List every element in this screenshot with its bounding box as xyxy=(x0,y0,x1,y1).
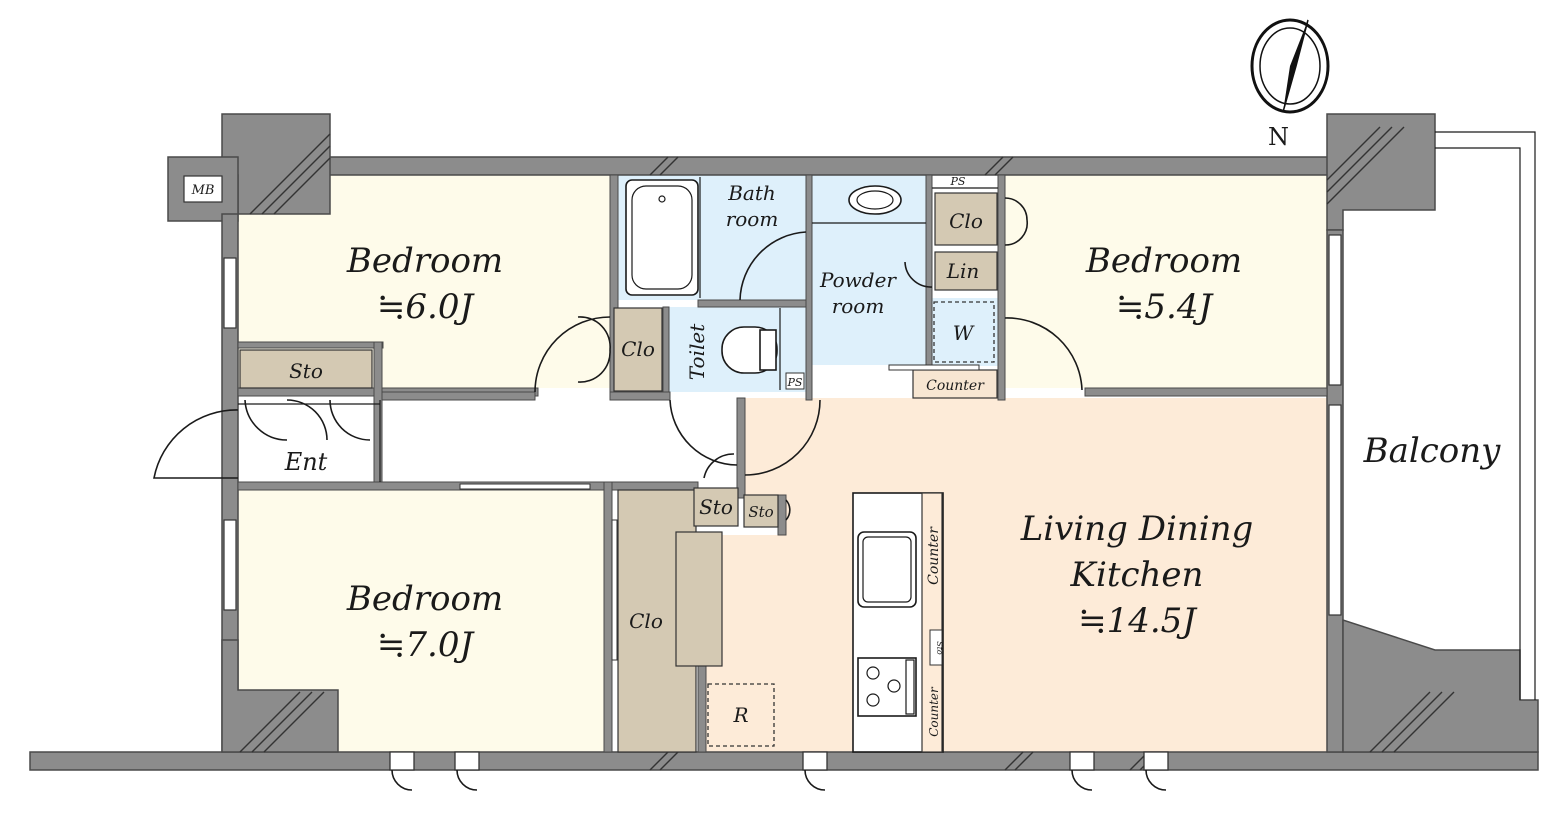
wall-ne-column xyxy=(1326,113,1436,231)
clo-ne-label: Clo xyxy=(949,209,983,233)
kitchen-sink-bowl xyxy=(862,536,912,603)
ldk-floor xyxy=(698,398,1327,752)
balcony-rail-outer xyxy=(1435,131,1536,700)
bath-label-line1: Bath xyxy=(727,181,776,205)
bedroom-ne-size: ≒5.4J xyxy=(1116,287,1215,327)
toilet-label: Toilet xyxy=(685,323,709,380)
wall-bottom xyxy=(29,751,1539,771)
powder-label-line1: Powder xyxy=(819,268,897,292)
powder-label-line2: room xyxy=(832,294,885,318)
mb-box xyxy=(183,175,223,203)
sto-hall-2-label: Sto xyxy=(748,503,773,521)
clo-nw-label: Clo xyxy=(621,337,655,361)
washbasin-bowl xyxy=(856,190,894,210)
door-swings xyxy=(153,197,1083,521)
storage-blocks xyxy=(239,192,998,753)
bedroom-nw-name: Bedroom xyxy=(346,241,503,281)
side-windows xyxy=(223,234,1342,616)
washer-space xyxy=(933,301,995,363)
ps-top-label: PS xyxy=(950,175,966,188)
ldk-label-line1: Living Dining xyxy=(1020,509,1254,549)
w-area-floor xyxy=(930,298,998,366)
sto-entry-label: Sto xyxy=(289,359,323,383)
fridge-space xyxy=(707,683,775,747)
ps-toilet-label: PS xyxy=(787,376,803,389)
bathtub-drain xyxy=(658,195,666,203)
kitchen-sink xyxy=(857,531,917,608)
mb-housing xyxy=(167,156,239,222)
ps-toilet-box xyxy=(785,372,805,390)
clo-sw-label: Clo xyxy=(629,609,663,633)
bathtub-basin xyxy=(631,185,693,290)
window-sashes xyxy=(389,751,1169,791)
balcony-rail-inner xyxy=(1435,147,1521,700)
kitchen-back-counter xyxy=(921,492,943,753)
compass-rose xyxy=(1250,18,1330,114)
w-label: W xyxy=(953,321,975,345)
interior-walls xyxy=(237,174,1328,753)
bedroom-nw-size: ≒6.0J xyxy=(377,287,476,327)
bathtub xyxy=(625,179,699,296)
wall-top xyxy=(221,156,1338,176)
kitchen-side-label: Sto xyxy=(935,641,944,655)
burner-3 xyxy=(887,679,901,693)
ldk-size: ≒14.5J xyxy=(1078,601,1198,641)
cooktop-controls xyxy=(905,659,915,715)
mb-label: MB xyxy=(191,183,215,198)
sliding-door-bedroom xyxy=(611,519,618,661)
lin-label: Lin xyxy=(946,259,980,283)
toilet-tank xyxy=(759,329,777,371)
ldk-label-line2: Kitchen xyxy=(1070,555,1204,595)
kitchen-counter-label-1: Counter xyxy=(926,526,942,585)
kitchen-side-box xyxy=(929,629,943,666)
bedroom-ne-name: Bedroom xyxy=(1085,241,1242,281)
kitchen-counter-label-2: Counter xyxy=(927,686,941,737)
burner-2 xyxy=(866,693,880,707)
washbasin xyxy=(848,185,902,215)
sliding-door-hall xyxy=(459,483,591,490)
sliding-door-powder xyxy=(888,364,980,371)
compass-north-label: N xyxy=(1268,123,1289,151)
entrance-label: Ent xyxy=(284,448,328,476)
bath-label-line2: room xyxy=(726,207,779,231)
wall-sw-column xyxy=(221,639,339,753)
counter-top-label: Counter xyxy=(926,378,985,394)
burner-1 xyxy=(866,666,880,680)
bedroom-ne-floor xyxy=(1005,175,1327,388)
sto-hall-1-label: Sto xyxy=(699,495,733,519)
balcony-label: Balcony xyxy=(1363,431,1502,471)
fridge-label: R xyxy=(732,703,748,727)
cooktop xyxy=(857,657,917,717)
bedroom-sw-name: Bedroom xyxy=(346,579,503,619)
bedroom-sw-size: ≒7.0J xyxy=(377,625,476,665)
wall-se-column xyxy=(1342,618,1539,753)
